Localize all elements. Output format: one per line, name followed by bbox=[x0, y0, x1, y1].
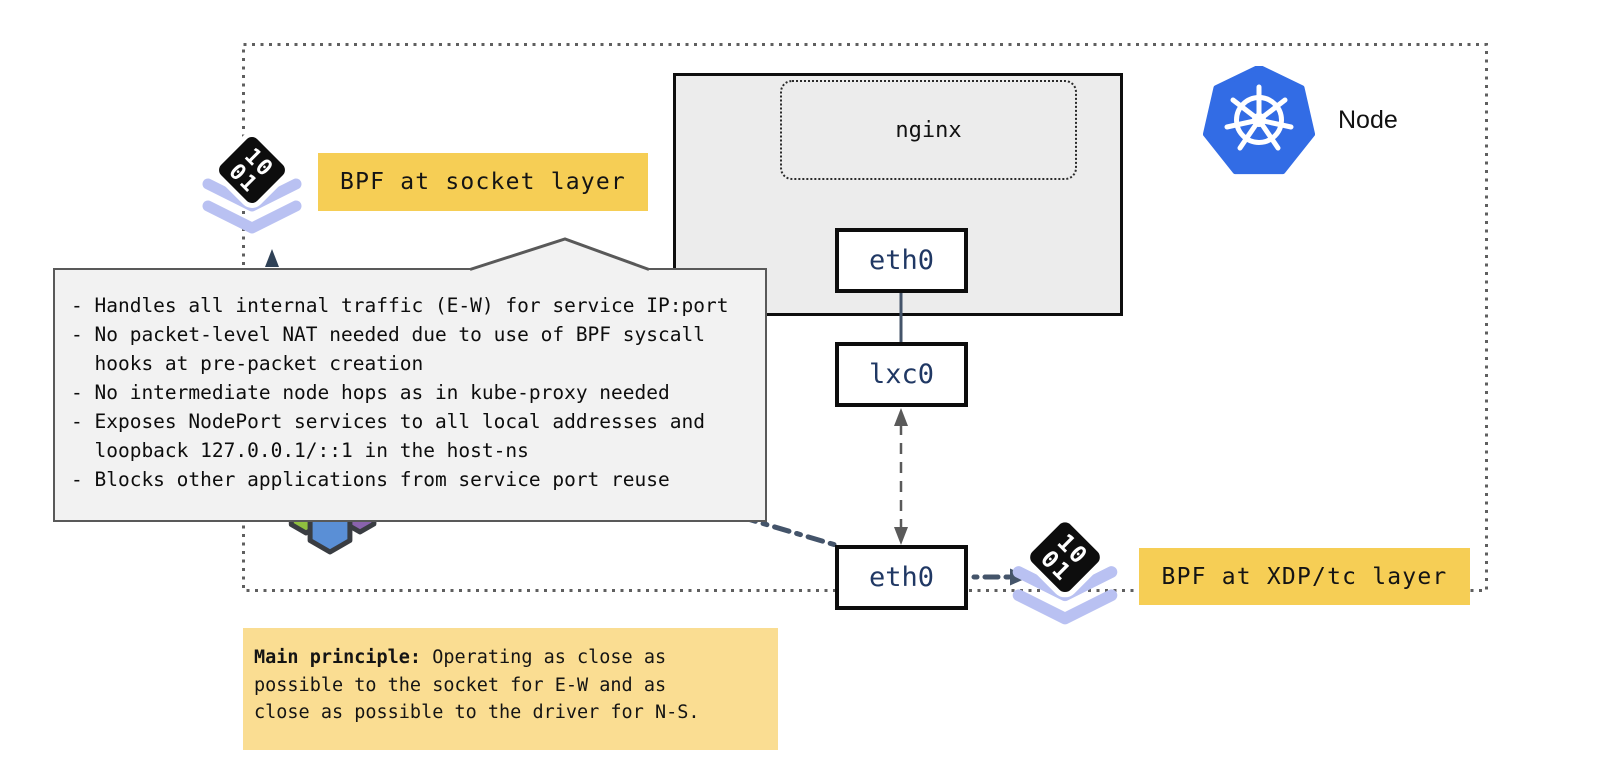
main-principle-heading: Main principle: bbox=[254, 647, 422, 668]
kubernetes-logo-icon bbox=[1203, 66, 1315, 175]
host-eth0-label: eth0 bbox=[868, 562, 935, 593]
lxc0-label: lxc0 bbox=[868, 359, 935, 390]
host-eth0-box: eth0 bbox=[835, 545, 968, 610]
nginx-label: nginx bbox=[895, 117, 962, 143]
bpf-bytecode-icon: 10 01 bbox=[1012, 517, 1118, 625]
pod-eth0-box: eth0 bbox=[835, 228, 968, 293]
bpf-socket-layer-label: BPF at socket layer bbox=[318, 153, 648, 211]
main-principle-line3: close as possible to the driver for N-S. bbox=[254, 702, 700, 723]
bpf-socket-tooltip: - Handles all internal traffic (E-W) for… bbox=[53, 268, 767, 522]
tooltip-line: - Exposes NodePort services to all local… bbox=[71, 410, 705, 433]
pod-eth0-label: eth0 bbox=[868, 245, 935, 276]
bpf-bytecode-icon: 10 01 bbox=[202, 132, 302, 234]
nginx-pod-box: nginx bbox=[780, 80, 1077, 180]
tooltip-line: - Blocks other applications from service… bbox=[71, 468, 670, 491]
main-principle-line1: Main principle: Operating as close as bbox=[254, 644, 768, 672]
main-principle-note: Main principle: Operating as close as po… bbox=[243, 628, 778, 750]
tooltip-line: loopback 127.0.0.1/::1 in the host-ns bbox=[71, 439, 529, 462]
main-principle-line2: possible to the socket for E-W and as bbox=[254, 674, 667, 696]
tooltip-line: - Handles all internal traffic (E-W) for… bbox=[71, 294, 729, 317]
bpf-socket-layer-text: BPF at socket layer bbox=[340, 169, 626, 195]
lxc0-box: lxc0 bbox=[835, 342, 968, 407]
bpf-xdp-layer-text: BPF at XDP/tc layer bbox=[1161, 563, 1448, 590]
tooltip-line: - No intermediate node hops as in kube-p… bbox=[71, 381, 670, 404]
bpf-xdp-layer-label: BPF at XDP/tc layer bbox=[1139, 548, 1470, 605]
tooltip-line: - No packet-level NAT needed due to use … bbox=[71, 323, 705, 346]
main-principle-line1-rest: Operating as close as bbox=[421, 647, 667, 668]
tooltip-line: hooks at pre-packet creation bbox=[71, 352, 424, 375]
node-label: Node bbox=[1338, 106, 1398, 134]
